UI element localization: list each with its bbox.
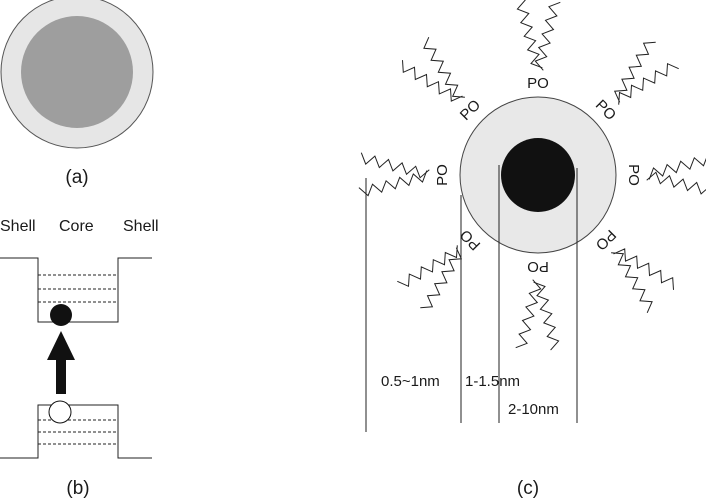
qd-core-circle: [21, 16, 133, 128]
ligand-layer: [358, 0, 706, 351]
ligand-po-label: PO: [527, 75, 549, 92]
ligand-chain: [402, 60, 463, 102]
excitation-arrow-shaft: [56, 356, 66, 394]
valence-band-edge: [0, 404, 152, 459]
ligand-chain: [646, 171, 706, 195]
label-core: Core: [59, 218, 94, 235]
dim-label-core: 2-10nm: [508, 401, 559, 418]
qd-core-circle: [501, 138, 575, 212]
ligand-po-label: PO: [457, 97, 484, 124]
panel-a: (a): [0, 0, 154, 188]
ligand-chain: [515, 279, 542, 349]
ligand-chain: [613, 248, 674, 290]
ligand-po-label: PO: [592, 97, 619, 124]
electron-dot: [50, 304, 72, 326]
panel-b: Shell Core Shell (b): [0, 218, 159, 499]
ligand-po-label: PO: [434, 164, 451, 186]
ligand-chain: [648, 156, 706, 180]
ligand-chain: [613, 41, 656, 103]
dim-label-shell: 1-1.5nm: [465, 373, 520, 390]
ligand-chain: [397, 245, 458, 288]
ligand-chain: [423, 36, 465, 98]
ligand-chain: [533, 281, 560, 351]
ligand-chain: [360, 152, 430, 179]
hole-dot: [48, 400, 72, 424]
ligand-po-label: PO: [625, 164, 642, 186]
caption-a: (a): [65, 167, 88, 188]
ligand-chain: [618, 62, 679, 105]
conduction-band-edge: [0, 257, 152, 323]
caption-b: (b): [66, 478, 89, 499]
ligand-chain: [420, 247, 463, 309]
up-arrow-icon: [47, 331, 75, 360]
label-shell-left: Shell: [0, 218, 36, 235]
ligand-po-label: PO: [592, 226, 619, 253]
ligand-chain: [611, 252, 653, 314]
dim-label-ligand: 0.5~1nm: [381, 373, 440, 390]
ligand-po-label: PO: [527, 258, 549, 275]
label-shell-right: Shell: [123, 218, 159, 235]
ligand-chain: [516, 0, 543, 69]
ligand-chain: [534, 1, 561, 71]
ligand-chain: [358, 170, 428, 197]
caption-c: (c): [517, 478, 539, 499]
